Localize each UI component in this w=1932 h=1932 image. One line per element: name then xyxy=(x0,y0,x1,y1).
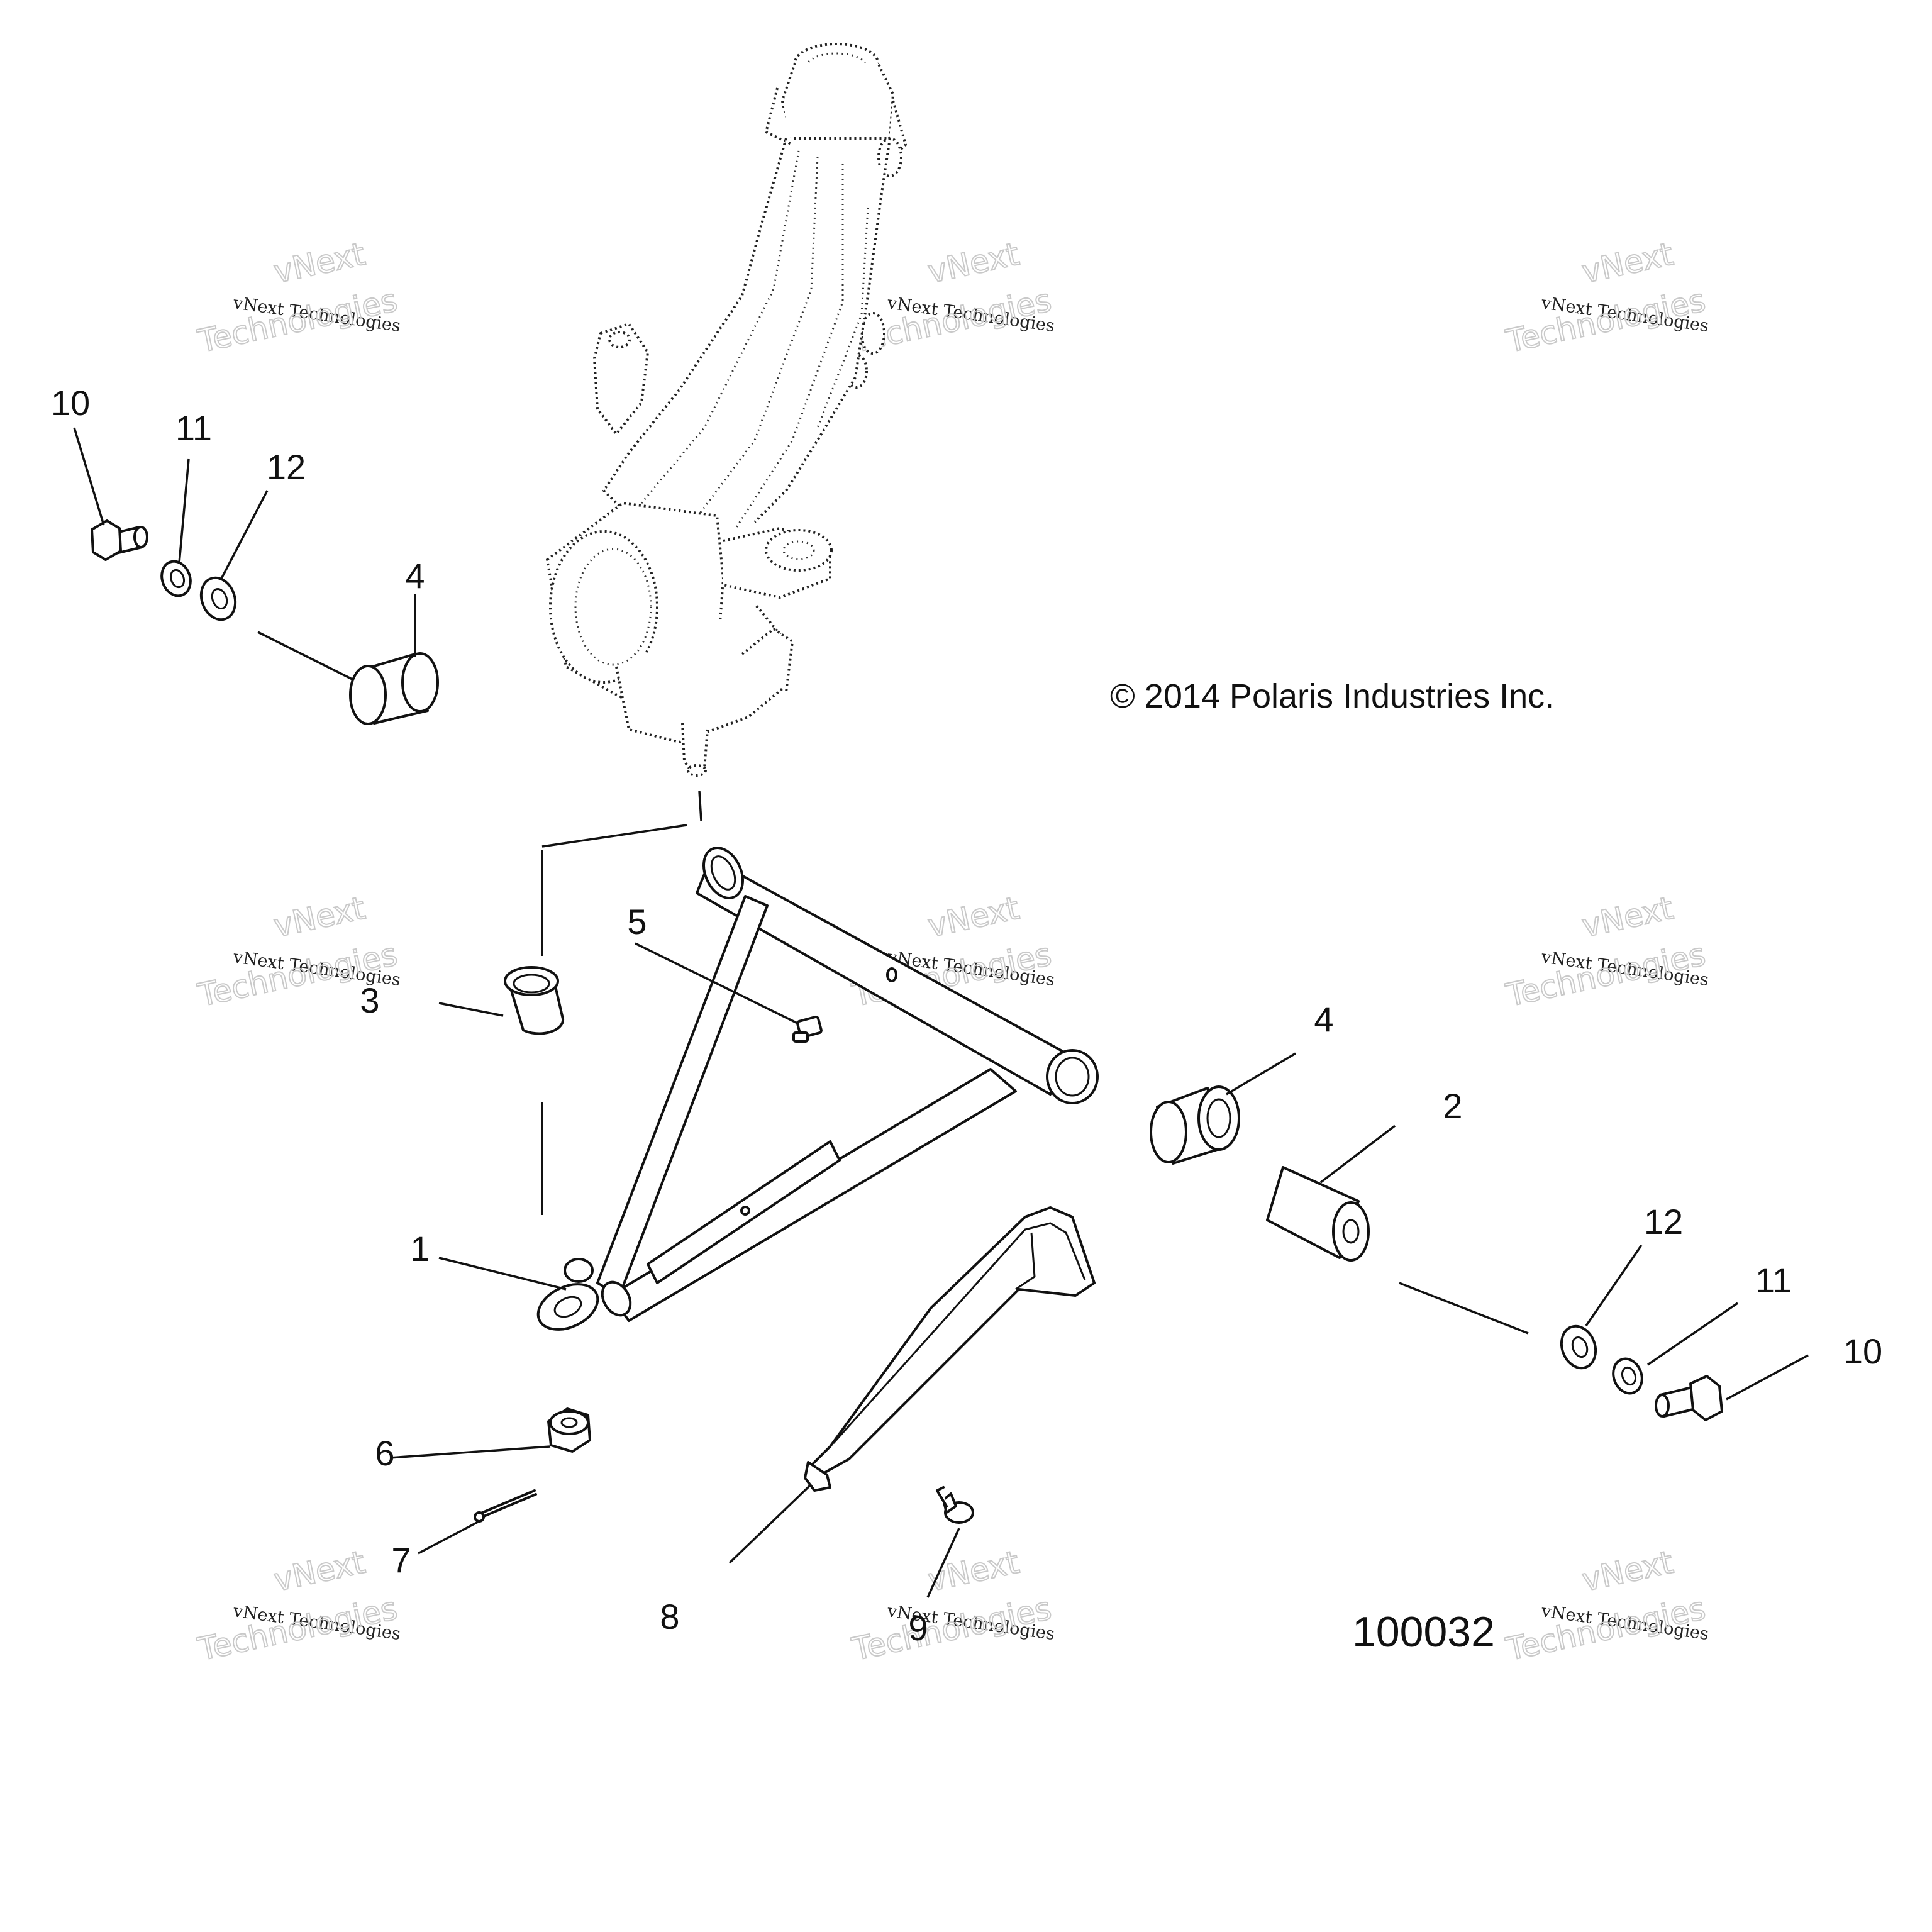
a-arm xyxy=(536,847,1099,1331)
watermark-group: vNext vNext Technologies Technologies vN… xyxy=(194,235,1709,1668)
watermark: vNext vNext Technologies Technologies xyxy=(1502,889,1709,1014)
leader-lines xyxy=(73,427,1809,1598)
callout-5: 5 xyxy=(627,902,647,941)
watermark: vNext vNext Technologies Technologies xyxy=(848,1543,1055,1668)
callout-7: 7 xyxy=(391,1540,411,1580)
callout-11-upper: 11 xyxy=(175,408,212,448)
watermark-line1: vNext xyxy=(1579,1544,1676,1599)
watermark: vNext vNext Technologies Technologies xyxy=(194,235,401,360)
callout-4-right: 4 xyxy=(1314,999,1333,1039)
watermark-line3: Technologies xyxy=(194,1590,400,1668)
figure-number: 100032 xyxy=(1352,1608,1495,1656)
bushing-part4-upper xyxy=(349,652,439,725)
watermark: vNext vNext Technologies Technologies xyxy=(194,1543,401,1668)
castle-nut-part6 xyxy=(547,1407,591,1453)
cap-part3 xyxy=(504,966,565,1035)
watermark-line3: Technologies xyxy=(848,1590,1054,1668)
lock-washer-part11-right xyxy=(1612,1357,1643,1395)
watermark-line1: vNext xyxy=(924,890,1022,945)
lock-washer-part11-upper xyxy=(160,560,192,597)
callout-1: 1 xyxy=(410,1229,430,1269)
bracket-part8 xyxy=(804,1206,1096,1492)
sleeve-part2 xyxy=(1266,1166,1370,1262)
guide-line xyxy=(541,824,687,848)
cotter-pin-part7 xyxy=(474,1489,537,1523)
callout-11-right: 11 xyxy=(1755,1260,1792,1300)
watermark-line1: vNext xyxy=(1579,890,1676,945)
watermark-line1: vNext xyxy=(270,890,368,945)
copyright-text: © 2014 Polaris Industries Inc. xyxy=(1110,677,1554,715)
callout-12-right: 12 xyxy=(1644,1202,1683,1241)
watermark-line3: Technologies xyxy=(1502,1590,1708,1668)
screw-part9 xyxy=(936,1486,974,1524)
watermark-line3: Technologies xyxy=(1502,282,1708,360)
watermark-line1: vNext xyxy=(1579,236,1676,291)
bolt-part10-right xyxy=(1655,1375,1723,1421)
watermark-line3: Technologies xyxy=(1502,936,1708,1014)
flat-washer-part12-right xyxy=(1560,1324,1597,1370)
callout-2: 2 xyxy=(1443,1086,1462,1126)
callout-9: 9 xyxy=(908,1608,928,1648)
callout-8: 8 xyxy=(660,1597,679,1636)
callouts: 1 2 3 4 4 5 6 7 8 9 10 10 11 11 12 12 xyxy=(51,383,1882,1648)
watermark: vNext vNext Technologies Technologies xyxy=(1502,1543,1709,1668)
watermark-line3: Technologies xyxy=(194,282,400,360)
bushing-part4-right xyxy=(1150,1085,1240,1165)
watermark-line1: vNext xyxy=(270,236,368,291)
callout-10-right: 10 xyxy=(1843,1331,1882,1371)
watermark: vNext vNext Technologies Technologies xyxy=(1502,235,1709,360)
watermark-line1: vNext xyxy=(270,1544,368,1599)
callout-3: 3 xyxy=(360,980,379,1020)
watermark-line1: vNext xyxy=(924,236,1022,291)
callout-4-upper: 4 xyxy=(405,556,425,596)
bolt-part10-upper xyxy=(91,519,148,561)
callout-12-upper: 12 xyxy=(267,447,306,487)
grease-fitting-part5 xyxy=(792,1015,823,1043)
callout-10-upper: 10 xyxy=(51,383,90,423)
steering-knuckle xyxy=(546,43,907,777)
callout-6: 6 xyxy=(375,1433,394,1473)
guide-line xyxy=(698,791,702,821)
flat-washer-part12-upper xyxy=(199,576,237,621)
